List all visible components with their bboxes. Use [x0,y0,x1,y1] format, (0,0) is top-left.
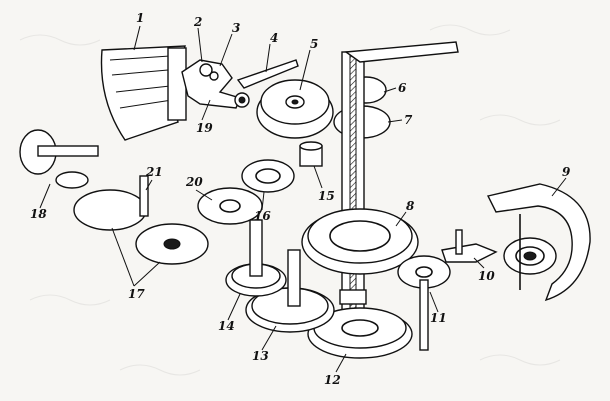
callout-20: 20 [185,175,203,189]
callout-7: 7 [404,113,413,127]
leader-lines [39,25,567,373]
part-14-hour-wheel [225,219,287,297]
part-15-pinion [299,141,323,167]
part-4-spring [236,59,299,89]
callout-14: 14 [218,319,235,333]
part-10-pallet-fork [441,229,498,263]
part-11-escape-wheel [397,255,451,351]
callout-4: 4 [270,31,278,45]
callout-6: 6 [398,81,407,95]
callout-3: 3 [232,21,240,35]
callout-13: 13 [252,349,269,363]
part-9-balance-bridge [486,183,591,302]
callout-12: 12 [324,373,341,387]
part-20-intermediate-wheel [197,187,263,225]
part-8-third-wheel [301,208,419,275]
callout-2: 2 [193,15,202,29]
callout-9: 9 [562,165,571,179]
callout-16: 16 [254,209,271,223]
callout-19: 19 [196,121,213,135]
part-16-ring-wheel [241,159,295,193]
callout-8: 8 [406,199,415,213]
part-1-dial-segment [100,45,187,141]
part-2-3-19-lever-bridge [181,59,250,109]
callout-labels: 1 2 3 4 5 6 7 8 9 10 11 12 13 14 15 16 1… [30,11,571,387]
part-18-winding-stem [19,129,99,189]
callout-1: 1 [136,11,144,25]
paper-texture [19,24,561,376]
part-12-fourth-wheel [307,307,413,359]
callout-11: 11 [430,311,447,325]
part-17-21-keyless-wheels [73,175,209,265]
callout-18: 18 [30,207,47,221]
part-5-center-wheel [256,79,334,139]
callout-5: 5 [310,37,318,51]
part-13-minute-wheel [245,249,335,333]
callout-15: 15 [318,189,335,203]
callout-10: 10 [478,269,495,283]
callout-17: 17 [128,287,145,301]
callout-21: 21 [145,165,163,179]
